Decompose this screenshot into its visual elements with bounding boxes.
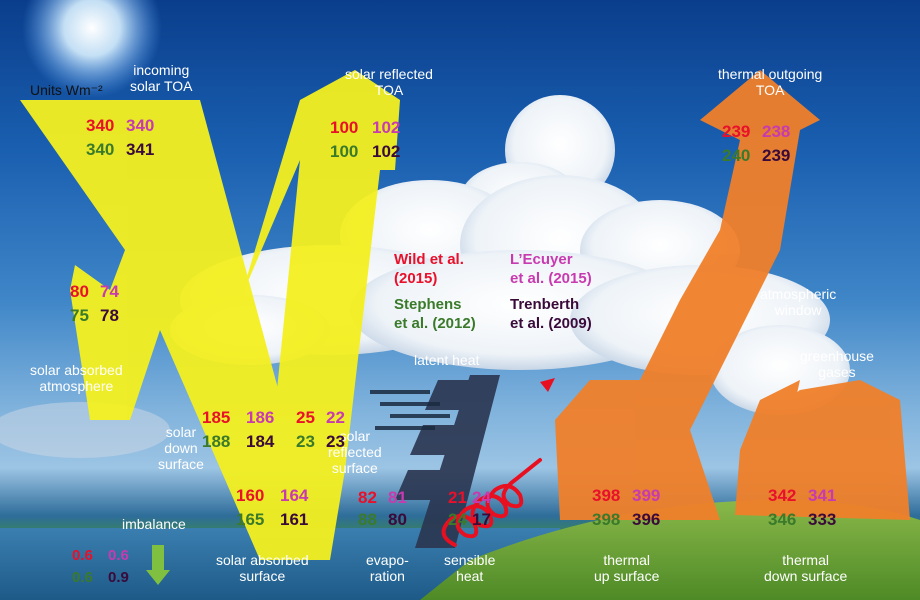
label-greenhouse-gases: greenhouse gases: [800, 348, 874, 380]
value-trenberth: 341: [126, 140, 155, 159]
value-wild: 25: [296, 408, 315, 427]
imbalance-arrow: [146, 545, 170, 585]
label-sensible-heat: sensible heat: [444, 552, 496, 584]
value-stephens: 346: [768, 510, 797, 529]
value-lecuyer: 0.6: [108, 547, 129, 564]
value-wild: 185: [202, 408, 231, 427]
value-lecuyer: 22: [326, 408, 345, 427]
value-trenberth: 396: [632, 510, 661, 529]
value-stephens: 188: [202, 432, 231, 451]
sun: [22, 0, 162, 98]
solar-flow-arrow: [20, 70, 400, 560]
value-trenberth: 161: [280, 510, 309, 529]
value-wild: 80: [70, 282, 89, 301]
units-label: Units Wm⁻²: [30, 82, 103, 98]
label-latent-heat: latent heat: [414, 352, 480, 368]
value-trenberth: 23: [326, 432, 345, 451]
source-trenberth: Trenberth et al. (2009): [510, 296, 592, 332]
value-lecuyer: 340: [126, 116, 155, 135]
value-lecuyer: 164: [280, 486, 309, 505]
evaporation-dots: [370, 390, 450, 430]
label-thermal-up-surface: thermal up surface: [594, 552, 660, 584]
grass-hill: [420, 500, 920, 600]
value-trenberth: 239: [762, 146, 791, 165]
value-lecuyer: 81: [388, 488, 407, 507]
label-solar-reflected-toa: solar reflected TOA: [345, 66, 433, 98]
label-imbalance: imbalance: [122, 516, 186, 532]
label-evaporation: evapo- ration: [366, 552, 409, 584]
source-stephens: Stephens et al. (2012): [394, 296, 476, 332]
label-solar-absorbed-atmosphere: solar absorbed atmosphere: [30, 362, 123, 394]
label-solar-reflected-surface: solar reflected surface: [328, 428, 382, 476]
label-thermal-outgoing-toa: thermal outgoing TOA: [718, 66, 823, 98]
value-wild: 21: [448, 488, 467, 507]
value-lecuyer: 399: [632, 486, 661, 505]
source-wild: Wild et al. (2015): [394, 251, 464, 287]
label-thermal-down-surface: thermal down surface: [764, 552, 848, 584]
value-stephens: 240: [722, 146, 751, 165]
value-stephens: 75: [70, 306, 89, 325]
value-trenberth: 80: [388, 510, 407, 529]
value-trenberth: 0.9: [108, 569, 129, 586]
label-solar-down-surface: solar down surface: [158, 424, 204, 472]
value-stephens: 24: [448, 510, 467, 529]
label-atmospheric-window: atmospheric window: [760, 286, 837, 318]
value-trenberth: 17: [472, 510, 491, 529]
value-wild: 342: [768, 486, 797, 505]
value-lecuyer: 186: [246, 408, 275, 427]
value-stephens: 88: [358, 510, 377, 529]
value-wild: 100: [330, 118, 359, 137]
value-lecuyer: 238: [762, 122, 791, 141]
value-trenberth: 184: [246, 432, 275, 451]
value-stephens: 0.6: [72, 569, 93, 586]
label-solar-absorbed-surface: solar absorbed surface: [216, 552, 309, 584]
value-lecuyer: 74: [100, 282, 119, 301]
value-wild: 398: [592, 486, 621, 505]
value-stephens: 340: [86, 140, 115, 159]
value-lecuyer: 102: [372, 118, 401, 137]
value-lecuyer: 24: [472, 488, 491, 507]
value-trenberth: 78: [100, 306, 119, 325]
sensible-heat-coil: [441, 458, 542, 547]
value-stephens: 398: [592, 510, 621, 529]
value-wild: 0.6: [72, 547, 93, 564]
thermal-flow-arrow: [555, 70, 910, 520]
value-stephens: 23: [296, 432, 315, 451]
value-stephens: 100: [330, 142, 359, 161]
value-wild: 340: [86, 116, 115, 135]
value-trenberth: 102: [372, 142, 401, 161]
source-lecuyer: L’Ecuyer et al. (2015): [510, 251, 592, 287]
value-trenberth: 333: [808, 510, 837, 529]
value-stephens: 165: [236, 510, 265, 529]
value-lecuyer: 341: [808, 486, 837, 505]
label-incoming-solar-toa: incoming solar TOA: [130, 62, 193, 94]
value-wild: 82: [358, 488, 377, 507]
value-wild: 160: [236, 486, 265, 505]
value-wild: 239: [722, 122, 751, 141]
